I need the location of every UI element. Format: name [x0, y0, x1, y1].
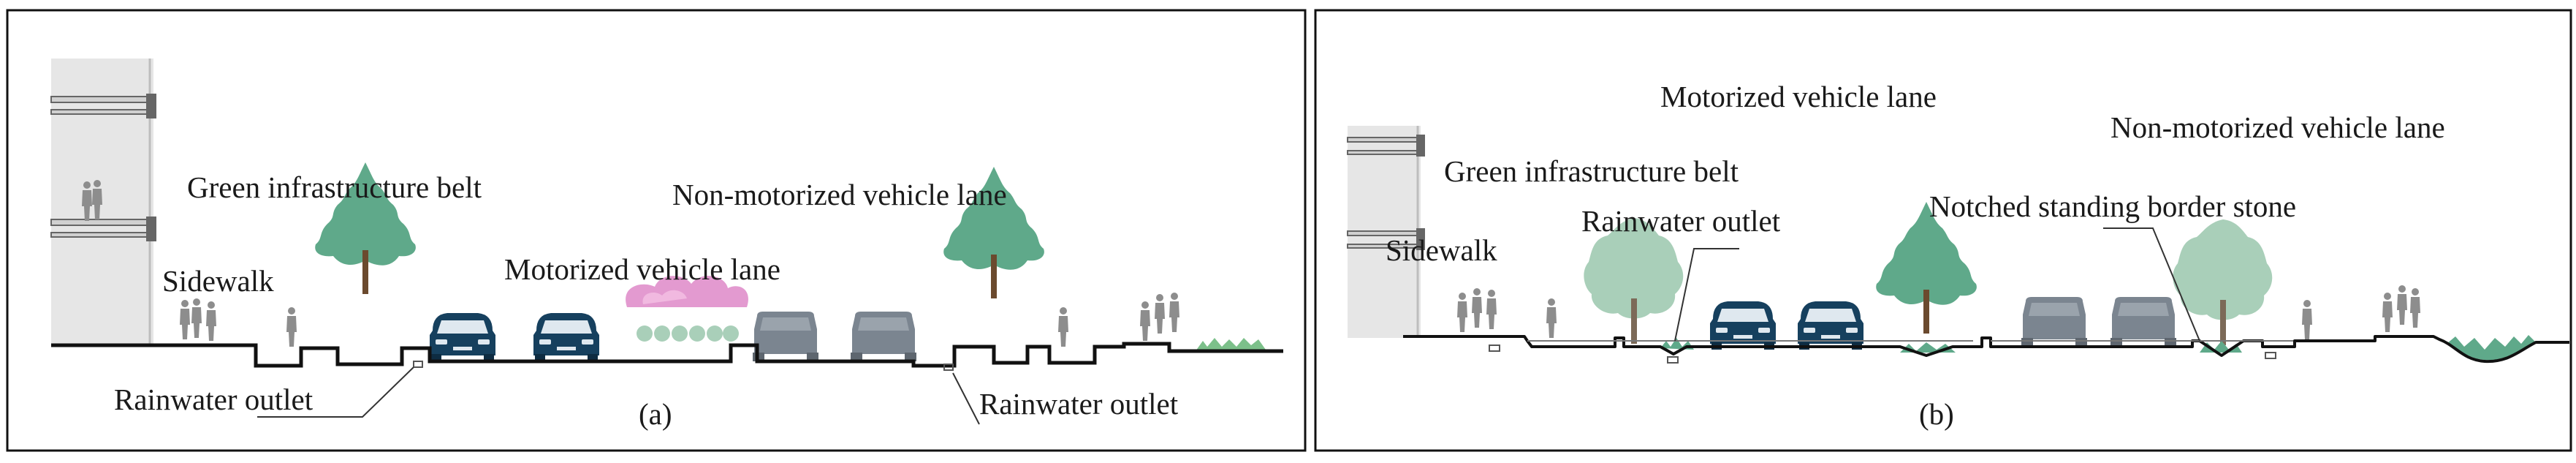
- building-b: [1347, 126, 1425, 338]
- label-sidewalk-b: Sidewalk: [1386, 233, 1497, 267]
- panel-b-frame: [1314, 9, 2572, 452]
- car-grey-a-2: [851, 312, 916, 361]
- panel-a-frame: [6, 9, 1307, 452]
- flower-shrub: [626, 276, 748, 342]
- car-grey-a-1: [753, 312, 818, 361]
- car-navy-a-2: [533, 313, 599, 361]
- caption-a: (a): [639, 397, 672, 431]
- label-green-belt-b: Green infrastructure belt: [1444, 154, 1739, 188]
- pedestrians-b-right: [2302, 285, 2420, 339]
- pedestrians-b-left: [1457, 288, 1557, 338]
- label-rain-outlet-a-right: Rainwater outlet: [979, 387, 1179, 421]
- car-grey-b-1: [2021, 297, 2087, 347]
- label-non-motorized-a: Non-motorized vehicle lane: [672, 178, 1007, 211]
- car-navy-b-2: [1798, 301, 1863, 350]
- label-motorized-b: Motorized vehicle lane: [1660, 80, 1937, 113]
- label-border-stone-b: Notched standing border stone: [1929, 189, 2296, 223]
- ground-profile-a: [51, 342, 1283, 368]
- grass-a: [1196, 338, 1269, 351]
- label-green-belt-a: Green infrastructure belt: [187, 170, 482, 204]
- car-navy-a-1: [430, 313, 495, 361]
- outlet-box-a-right: [943, 364, 954, 371]
- leader-rain-a-right: [952, 372, 980, 425]
- leader-rain-b: [1674, 248, 1739, 342]
- outlet-box-b-2: [1667, 356, 1679, 364]
- caption-b: (b): [1919, 397, 1954, 431]
- pedestrians-a-right: [1058, 293, 1179, 347]
- leader-border-stone-b: [2103, 227, 2200, 342]
- label-non-motorized-b: Non-motorized vehicle lane: [2110, 110, 2445, 144]
- panel-b: Motorized vehicle lane Non-motorized veh…: [1314, 9, 2572, 452]
- panel-a: Green infrastructure belt Non-motorized …: [6, 9, 1307, 452]
- outlet-box-b-1: [1489, 345, 1500, 352]
- outlet-box-a-left: [413, 361, 423, 368]
- label-sidewalk-a: Sidewalk: [162, 264, 274, 298]
- leader-rain-a-left: [257, 366, 414, 418]
- label-rain-outlet-a-left: Rainwater outlet: [114, 383, 314, 416]
- car-navy-b-1: [1710, 301, 1776, 350]
- label-motorized-a: Motorized vehicle lane: [504, 252, 780, 286]
- tree-b-right: [2173, 219, 2273, 345]
- outlet-box-b-3: [2265, 352, 2276, 359]
- label-rain-outlet-b: Rainwater outlet: [1581, 204, 1781, 238]
- ground-profile-b: [1403, 335, 2569, 364]
- car-grey-b-2: [2110, 297, 2176, 347]
- pedestrians-a-left: [180, 298, 297, 347]
- building-a: [50, 59, 156, 344]
